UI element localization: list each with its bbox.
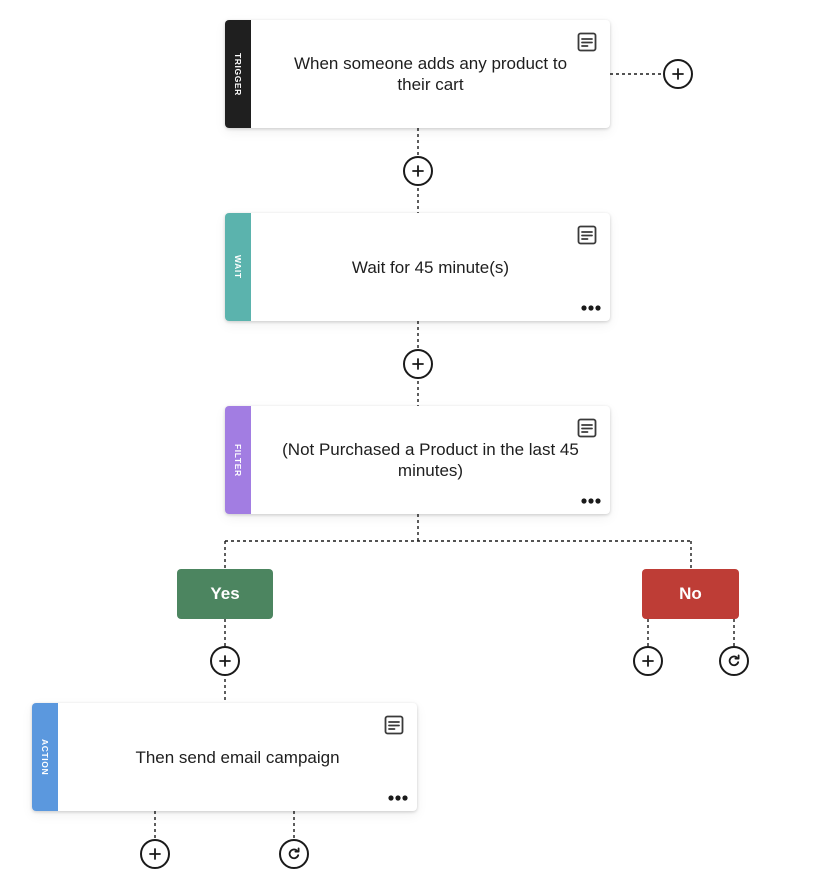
- plus-icon: [412, 165, 424, 177]
- plus-icon: [642, 655, 654, 667]
- add-step-button-after-action[interactable]: [140, 839, 170, 869]
- plus-icon: [149, 848, 161, 860]
- action-tag: ACTION: [32, 703, 58, 811]
- trigger-card[interactable]: TRIGGER When someone adds any product to…: [225, 20, 610, 128]
- plus-icon: [219, 655, 231, 667]
- loop-button-after-action[interactable]: [279, 839, 309, 869]
- action-card[interactable]: ACTION Then send email campaign: [32, 703, 417, 811]
- refresh-icon: [728, 654, 740, 667]
- refresh-icon: [288, 847, 300, 860]
- note-icon[interactable]: [383, 714, 405, 736]
- filter-tag: FILTER: [225, 406, 251, 514]
- wait-tag: WAIT: [225, 213, 251, 321]
- loop-button-no[interactable]: [719, 646, 749, 676]
- plus-icon: [672, 68, 684, 80]
- add-step-button[interactable]: [403, 349, 433, 379]
- wait-card[interactable]: WAIT Wait for 45 minute(s): [225, 213, 610, 321]
- more-icon[interactable]: [387, 793, 409, 803]
- add-step-button-yes[interactable]: [210, 646, 240, 676]
- no-branch[interactable]: No: [642, 569, 739, 619]
- trigger-tag-label: TRIGGER: [233, 52, 243, 96]
- more-icon[interactable]: [580, 496, 602, 506]
- filter-tag-label: FILTER: [233, 443, 243, 477]
- add-step-button[interactable]: [403, 156, 433, 186]
- plus-icon: [412, 358, 424, 370]
- action-text: Then send email campaign: [135, 747, 340, 767]
- more-icon[interactable]: [580, 303, 602, 313]
- note-icon[interactable]: [576, 31, 598, 53]
- trigger-text: When someone adds any product to their c…: [293, 54, 568, 94]
- add-step-button[interactable]: [663, 59, 693, 89]
- action-tag-label: ACTION: [40, 738, 50, 776]
- note-icon[interactable]: [576, 224, 598, 246]
- wait-tag-label: WAIT: [233, 255, 243, 279]
- wait-text: Wait for 45 minute(s): [351, 257, 510, 277]
- note-icon[interactable]: [576, 417, 598, 439]
- filter-text: (Not Purchased a Product in the last 45 …: [282, 440, 579, 480]
- add-step-button-no[interactable]: [633, 646, 663, 676]
- filter-card[interactable]: FILTER (Not Purchased a Product in the l…: [225, 406, 610, 514]
- yes-branch[interactable]: Yes: [177, 569, 273, 619]
- trigger-tag: TRIGGER: [225, 20, 251, 128]
